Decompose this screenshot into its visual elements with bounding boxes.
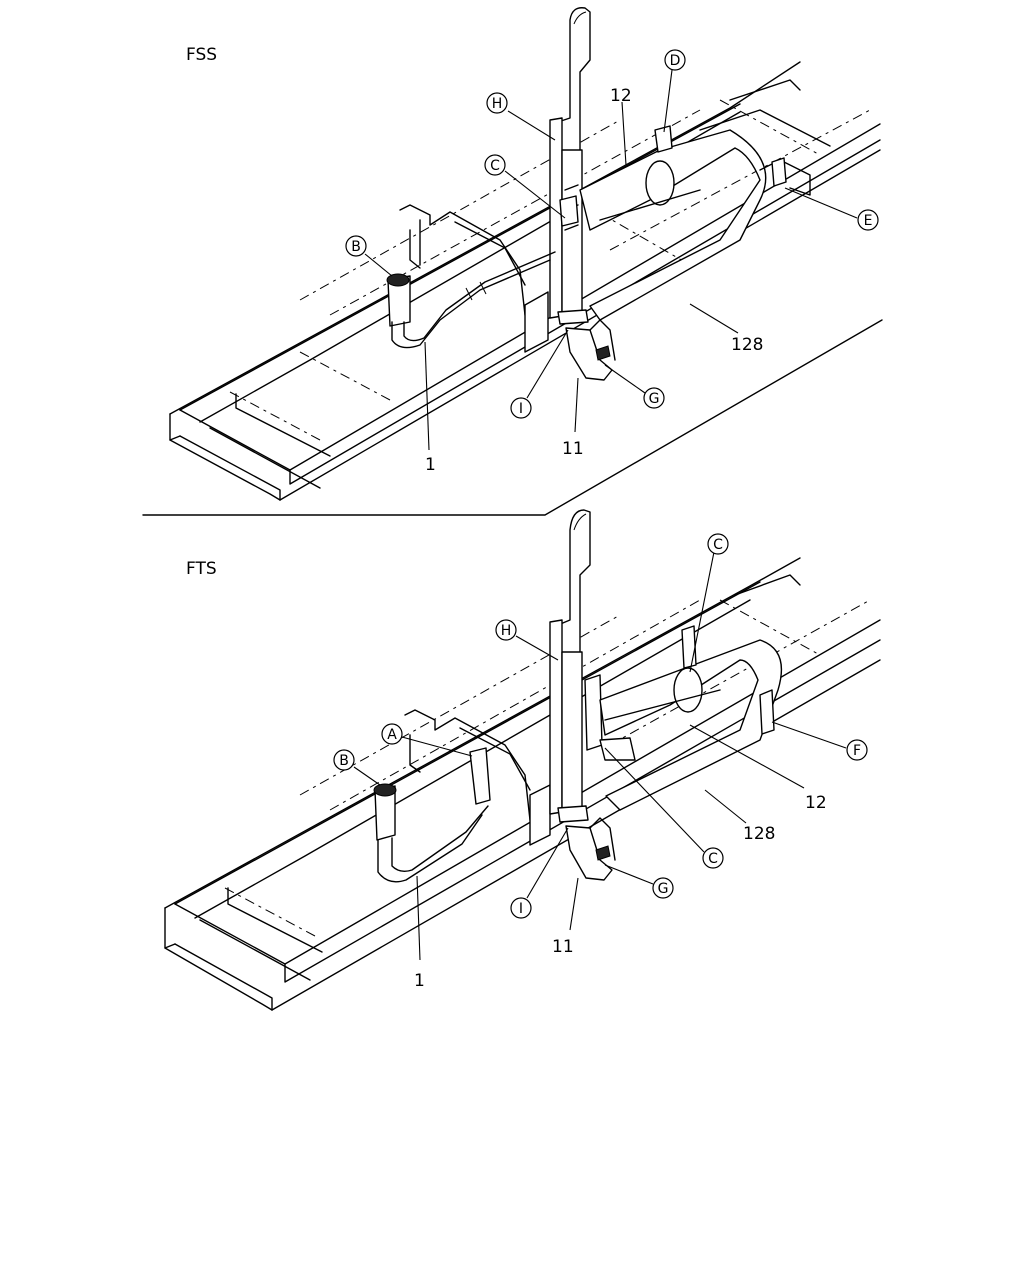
fts-chassis-frame [164, 557, 881, 1011]
fts-callout-c-bottom: C [604, 747, 724, 869]
fss-view: FSS [169, 7, 881, 501]
fts-view: FTS [164, 509, 881, 1011]
fss-callout-b: B [345, 235, 393, 277]
fss-callout-e: E [784, 187, 879, 231]
fss-chassis-frame [169, 61, 881, 501]
fts-callout-f: F [771, 721, 868, 761]
fss-callout-i: I [510, 329, 569, 419]
fts-callout-c-bottom-label: C [708, 851, 718, 867]
fts-part-11: 11 [552, 877, 579, 957]
fss-elbow-pipe [565, 319, 616, 381]
fts-view-title: FTS [186, 559, 217, 579]
fts-callout-a-label: A [387, 727, 397, 743]
fss-callout-h: H [486, 92, 556, 141]
fss-callout-d-label: D [670, 53, 681, 69]
fss-part-1-label: 1 [425, 455, 436, 475]
fss-front-pipe [386, 251, 556, 349]
fts-part-12: 12 [689, 724, 827, 813]
fss-callout-c-label: C [490, 158, 500, 174]
fss-callout-d: D [663, 49, 686, 133]
fts-part-128-label: 128 [743, 824, 775, 844]
fss-callout-b-label: B [351, 239, 361, 255]
fts-callout-f-label: F [853, 743, 861, 759]
fts-callout-b: B [333, 749, 381, 786]
fss-part-11-label: 11 [562, 439, 584, 459]
fss-callout-h-label: H [492, 96, 503, 112]
fts-cab-bracket [404, 709, 551, 846]
fts-part-1-label: 1 [414, 971, 425, 991]
fts-callout-g: G [604, 864, 674, 899]
fts-callout-c-top: C [689, 533, 729, 673]
fss-callout-c: C [484, 154, 566, 219]
fss-part-128-label: 128 [731, 335, 763, 355]
fss-callout-g-label: G [649, 391, 660, 407]
fts-part-12-label: 12 [805, 793, 827, 813]
fts-callout-h: H [495, 619, 559, 661]
fss-muffler [579, 129, 811, 321]
fss-clamps [559, 125, 787, 227]
fts-callout-i: I [510, 827, 569, 919]
fss-cab-bracket [399, 204, 549, 353]
fts-callout-c-top-label: C [713, 537, 723, 553]
fss-view-title: FSS [186, 45, 217, 65]
fss-part-11: 11 [562, 377, 584, 459]
fts-callout-i-label: I [519, 901, 523, 917]
fss-part-128: 128 [689, 303, 763, 355]
fss-callout-g: G [604, 364, 665, 409]
fss-part-1: 1 [424, 341, 436, 475]
fss-part-12-label: 12 [610, 86, 632, 106]
fss-stack-pipe [549, 7, 591, 325]
fts-muffler [599, 639, 783, 811]
fts-callout-b-label: B [339, 753, 349, 769]
fts-callout-h-label: H [501, 623, 512, 639]
view-divider [142, 319, 883, 516]
fts-part-11-label: 11 [552, 937, 574, 957]
fts-elbow-pipe [565, 817, 616, 881]
fss-part-12: 12 [610, 86, 632, 166]
fss-callout-i-label: I [519, 401, 523, 417]
fts-stack-pipe [549, 509, 603, 823]
fts-callout-a: A [381, 723, 473, 757]
fts-part-1: 1 [414, 875, 425, 991]
fts-callout-g-label: G [658, 881, 669, 897]
fss-callout-e-label: E [864, 213, 873, 229]
fts-part-128: 128 [704, 789, 775, 844]
fts-front-pipe [373, 747, 491, 883]
fts-clamps [681, 625, 775, 735]
